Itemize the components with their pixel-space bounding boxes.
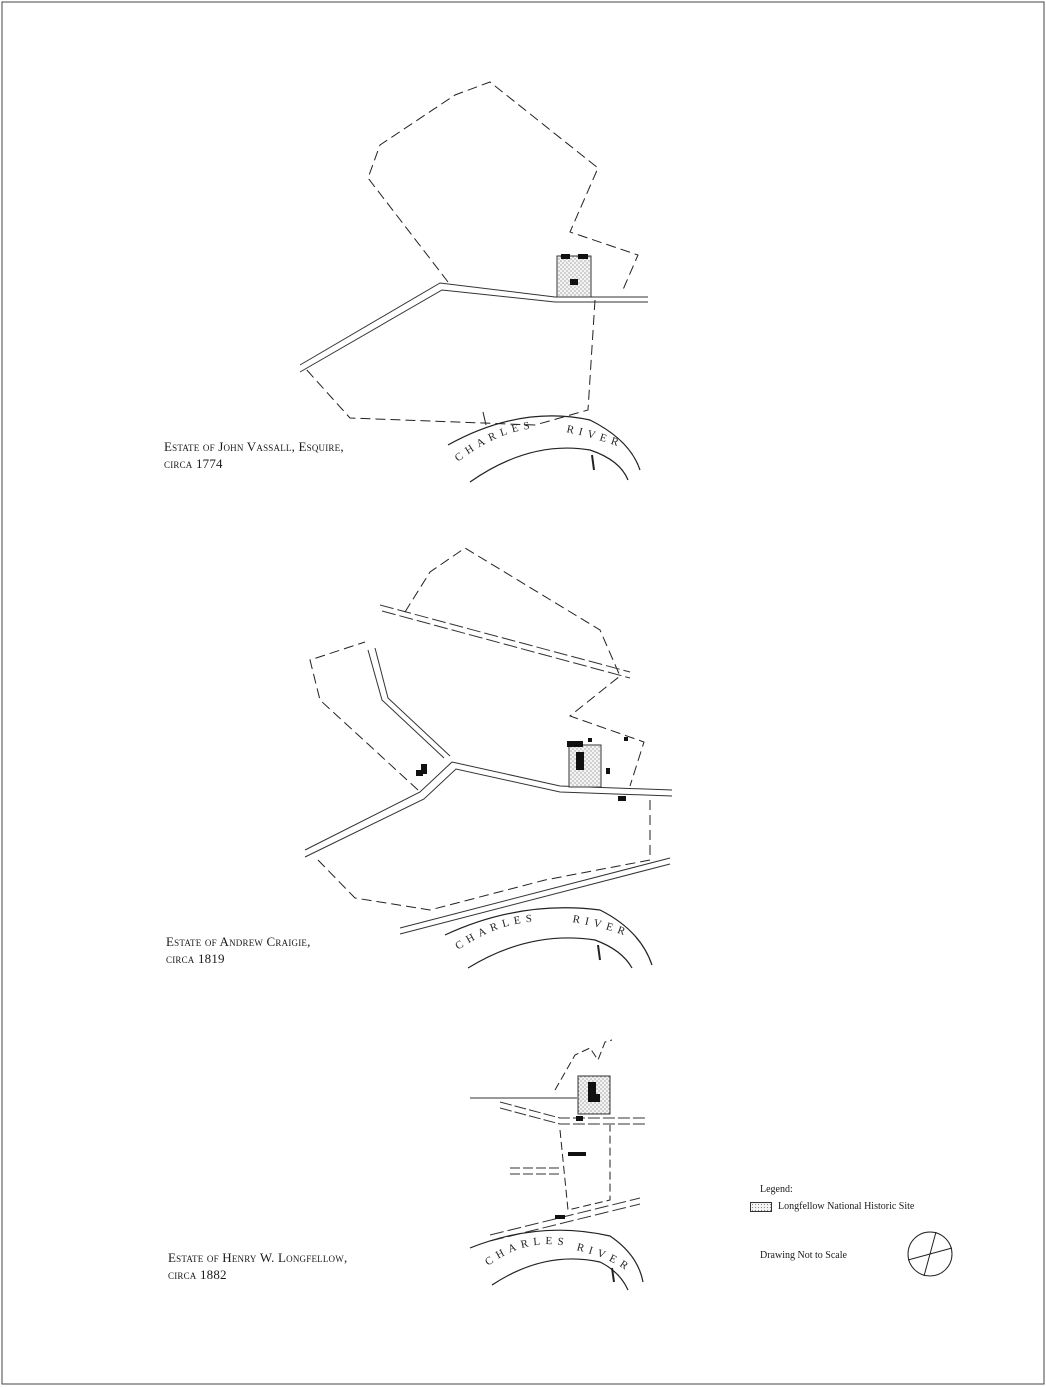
charles-river-bank-3 <box>469 1229 644 1283</box>
caption-vassall-date: circa 1774 <box>164 456 223 471</box>
craigie-estate-map <box>304 547 673 969</box>
river-label-river-2: RIVER <box>572 913 627 940</box>
longfellow-estate-map <box>469 1039 648 1291</box>
river-label-river-1: RIVER <box>565 423 619 450</box>
longfellow-road-main <box>499 1101 648 1125</box>
river-label-charles-2: CHARLES <box>453 912 532 952</box>
charles-river-bank-1 <box>447 415 641 471</box>
charles-river-bank-2b <box>467 937 633 969</box>
caption-vassall-title: Estate of John Vassall, Esquire, <box>164 439 344 454</box>
caption-craigie-title: Estate of Andrew Craigie, <box>166 934 311 949</box>
caption-vassall: Estate of John Vassall, Esquire, circa 1… <box>164 438 344 472</box>
craigie-boundary-south <box>317 800 651 911</box>
caption-craigie: Estate of Andrew Craigie, circa 1819 <box>166 933 311 967</box>
svg-text:CHARLES: CHARLES <box>453 419 536 464</box>
svg-text:RIVER: RIVER <box>575 1241 634 1275</box>
vassall-road <box>299 282 648 373</box>
craigie-historic-site <box>568 744 602 788</box>
legend-title: Legend: <box>760 1184 793 1195</box>
charles-river-bank-3b <box>491 1258 629 1291</box>
caption-craigie-date: circa 1819 <box>166 951 225 966</box>
vassall-estate-map <box>299 81 648 483</box>
vassall-boundary-north <box>367 81 639 293</box>
charles-river-bank-2 <box>444 907 653 966</box>
craigie-boundary-north <box>404 547 645 787</box>
site-pattern-swatch <box>750 1201 772 1212</box>
vassall-historic-site <box>556 255 592 298</box>
scale-note: Drawing Not to Scale <box>760 1250 847 1261</box>
craigie-road-north <box>379 604 631 679</box>
caption-longfellow: Estate of Henry W. Longfellow, circa 188… <box>168 1249 347 1283</box>
north-arrow-icon <box>907 1231 953 1277</box>
charles-river-bank-1b <box>469 447 629 483</box>
craigie-road-west <box>367 647 451 759</box>
legend-item-label: Longfellow National Historic Site <box>778 1201 915 1212</box>
craigie-road-river <box>399 857 671 935</box>
craigie-buildings <box>416 737 628 801</box>
longfellow-buildings <box>555 1082 600 1219</box>
craigie-boundary-west <box>309 641 419 791</box>
longfellow-boundary-north <box>554 1039 613 1091</box>
caption-longfellow-date: circa 1882 <box>168 1267 227 1282</box>
caption-longfellow-title: Estate of Henry W. Longfellow, <box>168 1250 348 1265</box>
vassall-buildings <box>561 254 588 285</box>
craigie-road-main <box>304 761 673 858</box>
river-label-river-3: RIVER <box>575 1241 629 1275</box>
svg-text:CHARLES: CHARLES <box>453 912 537 952</box>
longfellow-boundary-south <box>559 1125 611 1211</box>
river-label-charles-1: CHARLES <box>453 419 531 464</box>
svg-text:RIVER: RIVER <box>572 913 632 940</box>
vassall-boundary-south <box>304 299 596 426</box>
longfellow-side-road <box>510 1167 562 1175</box>
svg-text:RIVER: RIVER <box>565 423 624 450</box>
legend-item: Longfellow National Historic Site <box>750 1201 914 1212</box>
